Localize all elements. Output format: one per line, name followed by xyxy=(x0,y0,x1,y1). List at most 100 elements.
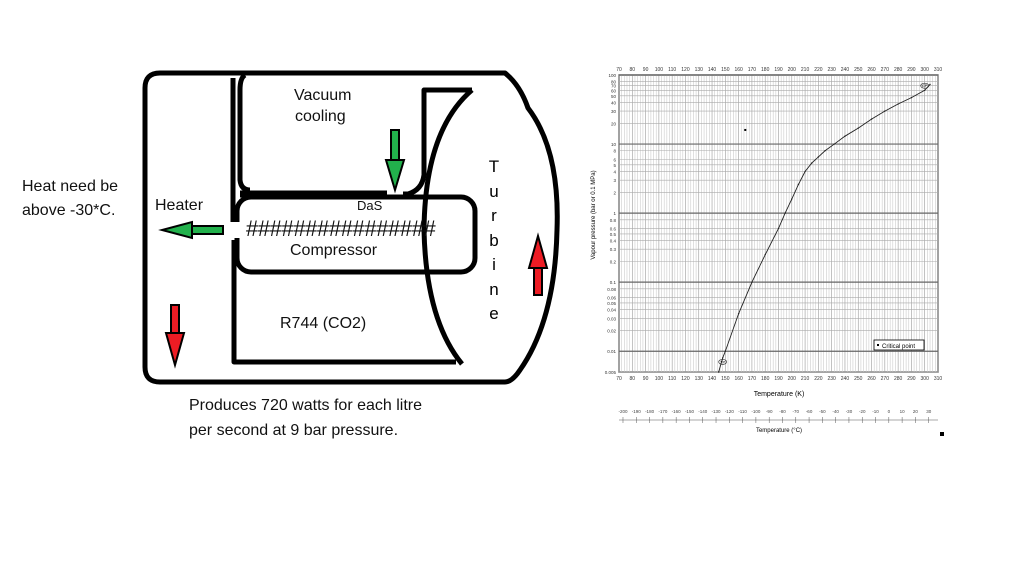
celsius-tick-label: -20 xyxy=(859,409,866,414)
celsius-tick-label: -90 xyxy=(766,409,773,414)
green-arrow-down xyxy=(384,129,406,194)
celsius-tick-label: -10 xyxy=(872,409,879,414)
celsius-tick-label: 30 xyxy=(926,409,932,414)
y-tick-label: 1 xyxy=(613,211,616,216)
data-point xyxy=(844,135,846,137)
green-arrow-left xyxy=(158,220,224,240)
celsius-tick-label: -200 xyxy=(618,409,628,414)
y-tick-label: 0.01 xyxy=(607,349,616,354)
y-tick-label: 0.5 xyxy=(610,232,617,237)
celsius-tick-label: 10 xyxy=(900,409,906,414)
stray-dot xyxy=(744,128,747,131)
celsius-tick-label: -170 xyxy=(658,409,668,414)
x-tick-label: 90 xyxy=(643,376,649,382)
x-top-tick-label: 280 xyxy=(894,67,903,73)
y-tick-label: 0.05 xyxy=(607,301,616,306)
x-tick-label: 220 xyxy=(814,376,823,382)
y-tick-label: 0.6 xyxy=(610,226,617,231)
x-top-tick-label: 220 xyxy=(814,67,823,73)
y-tick-label: 40 xyxy=(611,100,617,105)
y-tick-label: 30 xyxy=(611,109,617,114)
x-tick-label: 310 xyxy=(934,376,943,382)
annotation-marker xyxy=(718,359,727,365)
data-point xyxy=(804,170,806,173)
vapour-pressure-chart: 0.0050.010.020.030.040.050.060.080.10.20… xyxy=(591,67,944,436)
legend-entry: Critical point xyxy=(882,344,915,350)
celsius-axis-label: Temperature (°C) xyxy=(756,428,802,434)
das-label: DaS xyxy=(357,198,383,213)
x-tick-label: 100 xyxy=(655,376,664,382)
turbine-letter: i xyxy=(492,255,496,274)
turbine-letter: u xyxy=(489,181,499,201)
data-point xyxy=(751,281,753,283)
x-tick-label: 160 xyxy=(734,376,743,382)
y-tick-label: 0.08 xyxy=(607,287,616,292)
celsius-tick-label: -190 xyxy=(632,409,642,414)
x-tick-label: 110 xyxy=(668,376,676,382)
y-tick-label: 0.02 xyxy=(607,328,616,333)
red-arrow-up xyxy=(527,232,549,296)
x-tick-label: 140 xyxy=(708,376,717,382)
x-top-tick-label: 120 xyxy=(681,67,690,73)
celsius-tick-label: 0 xyxy=(888,409,891,414)
turbine-letter: T xyxy=(488,157,500,176)
x-tick-label: 120 xyxy=(681,376,690,382)
y-axis-label: Vapour pressure (bar or 0.1 MPa) xyxy=(591,170,597,259)
x-top-tick-label: 240 xyxy=(841,67,850,73)
x-tick-label: 70 xyxy=(616,376,622,382)
x-top-tick-label: 100 xyxy=(655,67,664,73)
celsius-tick-label: -50 xyxy=(819,409,826,414)
y-tick-label: 70 xyxy=(611,84,617,89)
x-top-tick-label: 310 xyxy=(934,67,943,73)
y-tick-label: 20 xyxy=(611,121,617,126)
turbine-letter: b xyxy=(489,230,499,250)
celsius-tick-label: -40 xyxy=(832,409,839,414)
y-tick-label: 0.03 xyxy=(607,316,616,321)
data-point xyxy=(824,150,826,152)
x-tick-label: 260 xyxy=(867,376,876,382)
y-tick-label: 8 xyxy=(613,149,616,154)
chart-grid: 0.0050.010.020.030.040.050.060.080.10.20… xyxy=(605,67,943,423)
turbine-letter: n xyxy=(489,279,499,299)
heater-divider-bottom xyxy=(231,240,456,365)
x-top-tick-label: 270 xyxy=(881,67,890,73)
celsius-tick-label: -140 xyxy=(698,409,708,414)
x-tick-label: 170 xyxy=(748,376,757,382)
heat-note-line2: above -30*C. xyxy=(22,202,116,219)
x-tick-label: 130 xyxy=(695,376,704,382)
x-top-tick-label: 90 xyxy=(643,67,649,73)
x-top-tick-label: 170 xyxy=(748,67,757,73)
celsius-tick-label: -60 xyxy=(806,409,813,414)
heater-label: Heater xyxy=(155,197,204,214)
vacuum-label-line2: cooling xyxy=(295,108,346,125)
y-tick-label: 0.8 xyxy=(610,218,617,223)
celsius-tick-label: -180 xyxy=(645,409,655,414)
x-top-tick-label: 160 xyxy=(734,67,743,73)
celsius-tick-label: -70 xyxy=(793,409,800,414)
data-point xyxy=(764,253,766,256)
x-axis-label: Temperature (K) xyxy=(754,391,805,398)
y-tick-label: 0.3 xyxy=(610,247,617,252)
vacuum-chamber-right xyxy=(403,87,472,197)
data-point xyxy=(784,212,786,214)
y-tick-label: 10 xyxy=(611,142,617,147)
y-tick-label: 0.1 xyxy=(610,280,617,285)
compressor-label: Compressor xyxy=(290,242,378,259)
data-point xyxy=(884,110,886,112)
data-point xyxy=(721,357,724,359)
celsius-tick-label: -30 xyxy=(846,409,853,414)
x-tick-label: 240 xyxy=(841,376,850,382)
celsius-tick-label: 20 xyxy=(913,409,919,414)
celsius-tick-label: -100 xyxy=(751,409,761,414)
heat-note-line1: Heat need be xyxy=(22,178,119,195)
x-tick-label: 300 xyxy=(921,376,930,382)
y-tick-label: 0.4 xyxy=(610,239,617,244)
y-tick-label: 4 xyxy=(613,170,616,175)
annotation-label: TP xyxy=(720,359,725,364)
refrigeration-diagram xyxy=(142,70,560,385)
data-point xyxy=(870,118,873,120)
y-tick-label: 80 xyxy=(611,80,617,85)
vacuum-label-line1: Vacuum xyxy=(294,87,352,104)
x-top-tick-label: 140 xyxy=(708,67,717,73)
y-tick-label: 6 xyxy=(613,157,616,162)
